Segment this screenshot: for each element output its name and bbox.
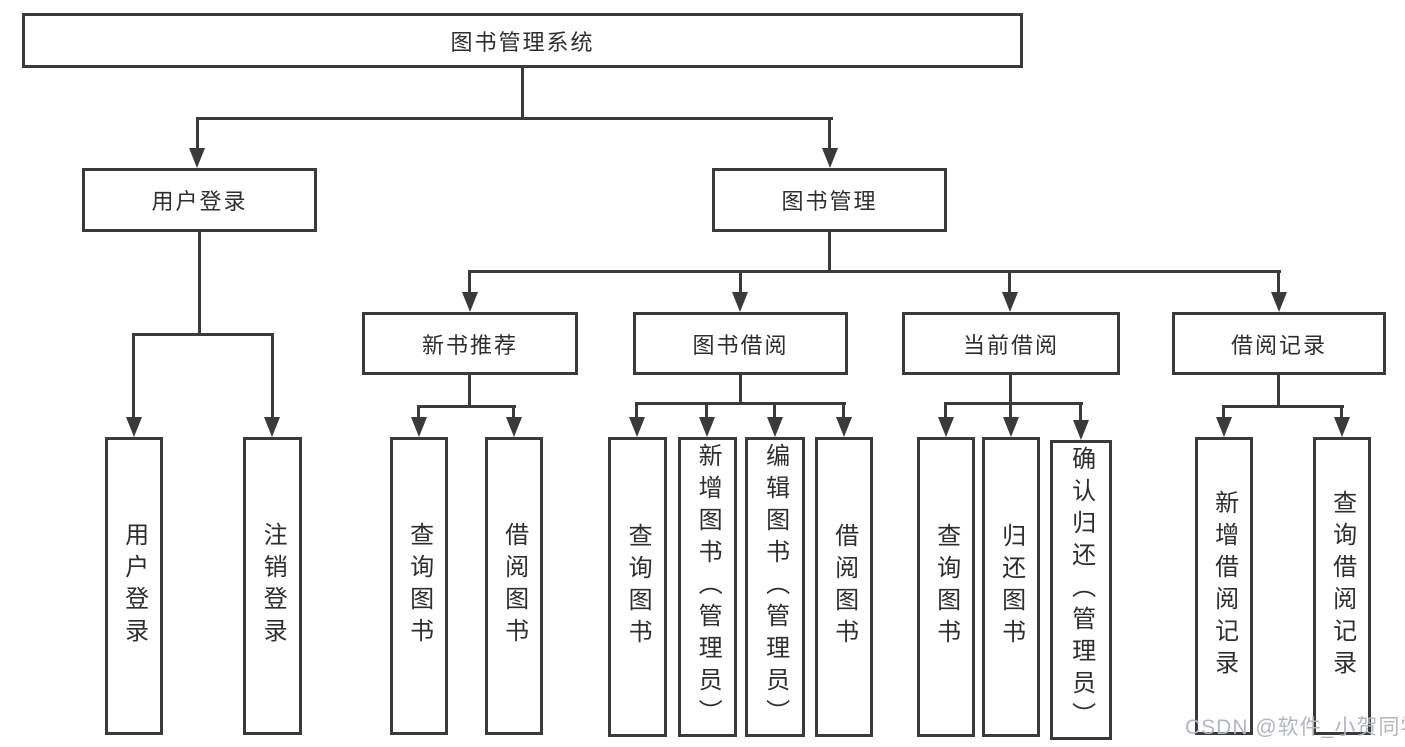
leaf-borrow-books: 借阅图书 bbox=[815, 437, 873, 737]
node-label: 图书管理系统 bbox=[450, 29, 595, 55]
connector-user-rail bbox=[132, 333, 274, 336]
connector-user-leaf2-drop bbox=[271, 333, 274, 421]
connector-newrec-leaf2-drop bbox=[512, 405, 515, 423]
connector-borrow-leaf4-drop bbox=[842, 402, 845, 422]
connector-current-leaf3-drop bbox=[1079, 402, 1082, 424]
node-label: 图书管理 bbox=[781, 189, 878, 214]
arrowhead-icon bbox=[822, 148, 838, 168]
leaf-add-borrow-record: 新增借阅记录 bbox=[1195, 437, 1253, 735]
leaf-label: 用户登录 bbox=[120, 522, 148, 650]
connector-records-leaf1-drop bbox=[1222, 405, 1225, 423]
connector-borrow-stem bbox=[739, 374, 742, 404]
leaf-label: 注销登录 bbox=[259, 522, 287, 650]
leaf-logout: 注销登录 bbox=[243, 437, 302, 735]
csdn-watermark: CSDN @软件_小贺同学 bbox=[1185, 716, 1405, 739]
connector-borrow-leaf1-drop bbox=[635, 402, 638, 422]
connector-borrow-leaf3-drop bbox=[773, 402, 776, 422]
leaf-label: 查询图书 bbox=[405, 522, 433, 650]
arrowhead-icon bbox=[1216, 417, 1232, 437]
arrowhead-icon bbox=[1003, 417, 1019, 437]
leaf-confirm-return-admin: 确认归还（管理员） bbox=[1050, 440, 1112, 740]
leaf-user-login: 用户登录 bbox=[105, 437, 163, 735]
leaf-edit-books-admin: 编辑图书（管理员） bbox=[745, 437, 805, 737]
connector-records-leaf2-drop bbox=[1340, 405, 1343, 423]
leaf-query-books-current: 查询图书 bbox=[917, 437, 975, 737]
connector-newrec-rail bbox=[417, 405, 516, 408]
node-label: 借阅记录 bbox=[1230, 332, 1327, 358]
node-label: 图书借阅 bbox=[692, 332, 789, 358]
connector-user-login-drop bbox=[196, 117, 199, 153]
node-book-borrowing: 图书借阅 bbox=[633, 312, 848, 375]
connector-records-rail bbox=[1222, 405, 1344, 408]
arrowhead-icon bbox=[264, 417, 280, 437]
leaf-query-books-borrow: 查询图书 bbox=[608, 437, 667, 737]
connector-newrec-leaf1-drop bbox=[417, 405, 420, 423]
leaf-label: 新增图书（管理员） bbox=[694, 443, 722, 731]
arrowhead-icon bbox=[126, 417, 142, 437]
connector-level1-rail bbox=[196, 117, 833, 120]
leaf-query-books-recommend: 查询图书 bbox=[390, 437, 448, 735]
leaf-label: 查询图书 bbox=[624, 523, 652, 651]
connector-user-leaf1-drop bbox=[132, 333, 135, 421]
leaf-label: 查询图书 bbox=[932, 523, 960, 651]
connector-current-leaf1-drop bbox=[944, 402, 947, 422]
connector-level3-rail bbox=[468, 270, 1281, 273]
node-label: 新书推荐 bbox=[421, 332, 518, 358]
arrowhead-icon bbox=[1073, 420, 1089, 440]
connector-borrow-leaf2-drop bbox=[705, 402, 708, 422]
connector-root-stem bbox=[521, 66, 524, 119]
connector-borrow-rail bbox=[635, 402, 846, 405]
node-library-system: 图书管理系统 bbox=[22, 13, 1023, 68]
arrowhead-icon bbox=[1271, 292, 1287, 312]
connector-current-drop bbox=[1008, 270, 1011, 296]
connector-current-leaf2-drop bbox=[1009, 402, 1012, 422]
connector-newrec-stem bbox=[468, 374, 471, 408]
arrowhead-icon bbox=[506, 417, 522, 437]
arrowhead-icon bbox=[836, 417, 852, 437]
leaf-label: 借阅图书 bbox=[830, 523, 858, 651]
connector-book-mgmt-drop bbox=[828, 117, 831, 153]
arrowhead-icon bbox=[732, 292, 748, 312]
node-new-book-recommend: 新书推荐 bbox=[362, 312, 578, 375]
arrowhead-icon bbox=[189, 148, 205, 168]
leaf-borrow-books-recommend: 借阅图书 bbox=[485, 437, 543, 735]
leaf-label: 编辑图书（管理员） bbox=[761, 443, 789, 731]
node-borrow-records: 借阅记录 bbox=[1172, 312, 1386, 375]
leaf-label: 确认归还（管理员） bbox=[1067, 446, 1095, 734]
leaf-label: 新增借阅记录 bbox=[1210, 490, 1238, 682]
connector-borrow-drop bbox=[739, 270, 742, 296]
connector-newrec-drop bbox=[468, 270, 471, 296]
arrowhead-icon bbox=[767, 417, 783, 437]
arrowhead-icon bbox=[938, 417, 954, 437]
node-user-login: 用户登录 bbox=[82, 168, 317, 232]
connector-bookmgmt-stem bbox=[828, 231, 831, 272]
connector-records-drop bbox=[1277, 270, 1280, 296]
leaf-return-books: 归还图书 bbox=[982, 437, 1040, 737]
arrowhead-icon bbox=[1334, 417, 1350, 437]
leaf-query-borrow-record: 查询借阅记录 bbox=[1313, 437, 1371, 735]
leaf-label: 查询借阅记录 bbox=[1328, 490, 1356, 682]
node-book-management: 图书管理 bbox=[712, 168, 947, 232]
arrowhead-icon bbox=[411, 417, 427, 437]
leaf-label: 借阅图书 bbox=[500, 522, 528, 650]
connector-records-stem bbox=[1277, 374, 1280, 408]
arrowhead-icon bbox=[462, 292, 478, 312]
arrowhead-icon bbox=[629, 417, 645, 437]
node-label: 当前借阅 bbox=[962, 332, 1059, 358]
node-label: 用户登录 bbox=[151, 189, 248, 214]
leaf-add-books-admin: 新增图书（管理员） bbox=[678, 437, 737, 737]
connector-current-rail bbox=[944, 402, 1083, 405]
connector-current-stem bbox=[1009, 374, 1012, 404]
arrowhead-icon bbox=[699, 417, 715, 437]
leaf-label: 归还图书 bbox=[997, 523, 1025, 651]
node-current-borrowing: 当前借阅 bbox=[902, 312, 1120, 375]
connector-user-stem bbox=[198, 231, 201, 336]
arrowhead-icon bbox=[1002, 292, 1018, 312]
